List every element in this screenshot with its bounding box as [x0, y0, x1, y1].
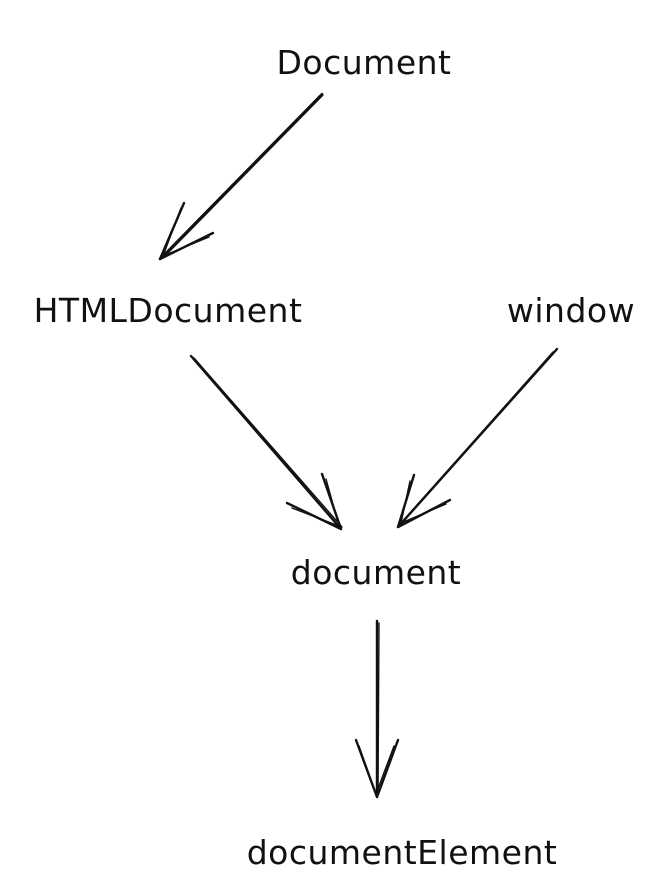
edge-htmldocument-to-document — [189, 354, 343, 531]
edge-window-to-document — [396, 347, 559, 529]
node-html-document: HTMLDocument — [34, 291, 303, 330]
node-document: document — [291, 553, 462, 592]
node-document-element: documentElement — [247, 833, 558, 872]
node-window: window — [507, 291, 635, 330]
node-document-class: Document — [277, 43, 452, 82]
edge-document-to-htmldocument — [158, 92, 324, 261]
edge-document-to-documentelement — [354, 619, 400, 799]
